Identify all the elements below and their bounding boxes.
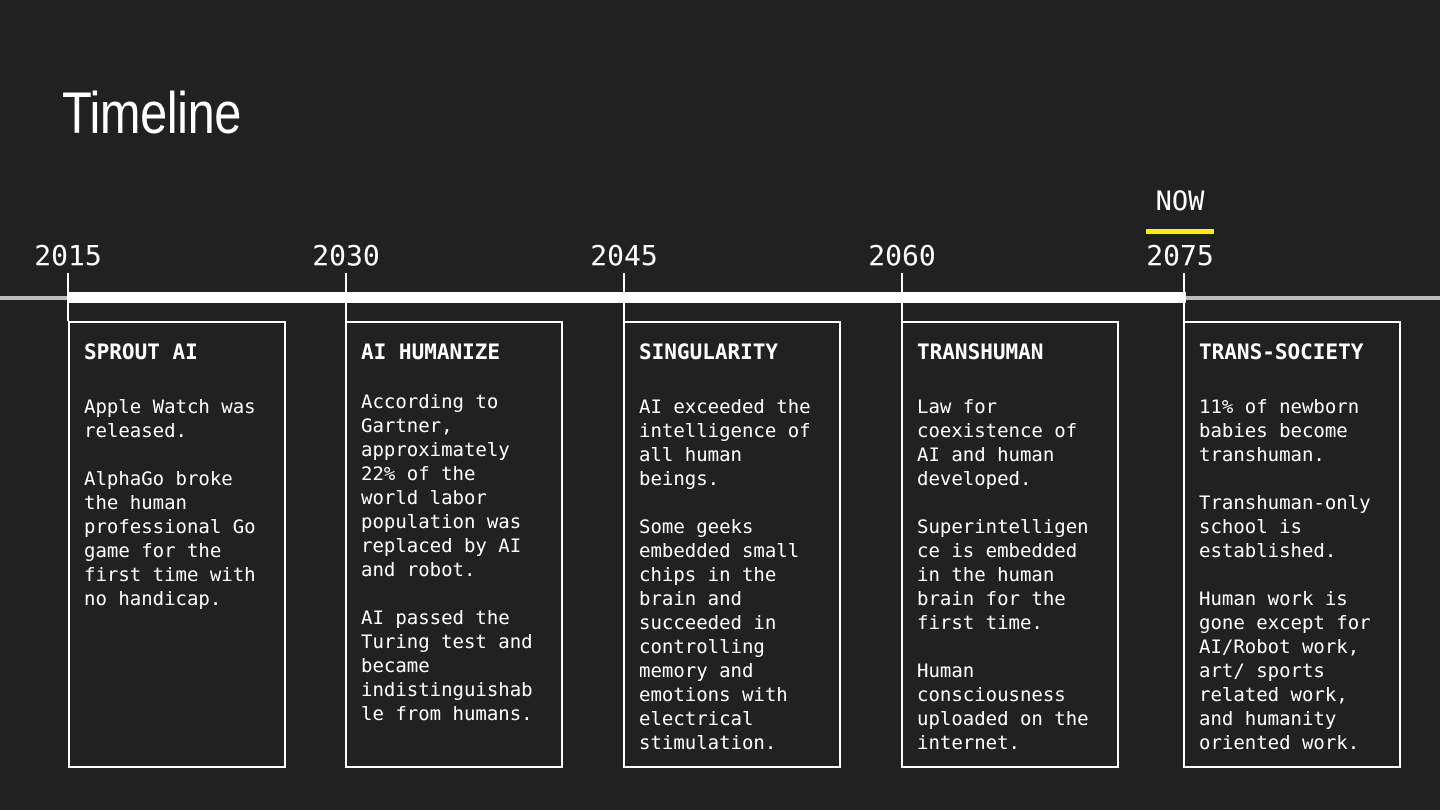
card-paragraph: Transhuman-only school is established. (1199, 492, 1371, 562)
timeline-tick-2075 (1183, 273, 1185, 321)
timeline-tick-2030 (345, 273, 347, 321)
now-label: NOW (1155, 186, 1205, 217)
card-paragraph: Human consciousness uploaded on the inte… (917, 660, 1089, 754)
card-title: TRANS-SOCIETY (1199, 340, 1364, 364)
card-paragraph: AI exceeded the intelligence of all huma… (639, 396, 811, 490)
card-paragraph: AI passed the Turing test and became ind… (361, 607, 533, 725)
timeline-card-transhuman: TRANSHUMAN Law for coexistence of AI and… (901, 321, 1119, 768)
card-body: Law for coexistence of AI and human deve… (917, 395, 1111, 779)
timeline-card-ai-humanize: AI HUMANIZE According to Gartner, approx… (345, 321, 563, 768)
timeline-card-sprout-ai: SPROUT AI Apple Watch was released. Alph… (68, 321, 286, 768)
card-title: SINGULARITY (639, 340, 779, 364)
card-paragraph: According to Gartner, approximately 22% … (361, 391, 522, 581)
timeline-tick-2015 (67, 273, 69, 321)
card-paragraph: 11% of newborn babies become transhuman. (1199, 396, 1360, 466)
year-label-2075: 2075 (1146, 239, 1214, 272)
card-paragraph: Human work is gone except for AI/Robot w… (1199, 588, 1371, 754)
year-label-2015: 2015 (34, 239, 102, 272)
card-title: SPROUT AI (84, 340, 198, 364)
card-paragraph: AlphaGo broke the human professional Go … (84, 468, 256, 610)
year-label-2060: 2060 (868, 239, 936, 272)
timeline-card-singularity: SINGULARITY AI exceeded the intelligence… (623, 321, 841, 768)
timeline-axis (68, 292, 1186, 303)
timeline-tick-2045 (623, 273, 625, 321)
year-label-2030: 2030 (312, 239, 380, 272)
card-paragraph: Superintelligen ce is embedded in the hu… (917, 516, 1089, 634)
card-paragraph: Law for coexistence of AI and human deve… (917, 396, 1078, 490)
card-paragraph: Apple Watch was released. (84, 396, 256, 442)
timeline-card-trans-society: TRANS-SOCIETY 11% of newborn babies beco… (1183, 321, 1401, 768)
card-body: 11% of newborn babies become transhuman.… (1199, 395, 1393, 779)
page-title: Timeline (62, 81, 241, 146)
card-body: According to Gartner, approximately 22% … (361, 390, 555, 750)
card-body: AI exceeded the intelligence of all huma… (639, 395, 833, 779)
card-body: Apple Watch was released. AlphaGo broke … (84, 395, 278, 635)
card-title: AI HUMANIZE (361, 340, 501, 364)
now-marker (1146, 229, 1214, 234)
year-label-2045: 2045 (590, 239, 658, 272)
card-title: TRANSHUMAN (917, 340, 1044, 364)
timeline-tick-2060 (901, 273, 903, 321)
card-paragraph: Some geeks embedded small chips in the b… (639, 516, 800, 754)
